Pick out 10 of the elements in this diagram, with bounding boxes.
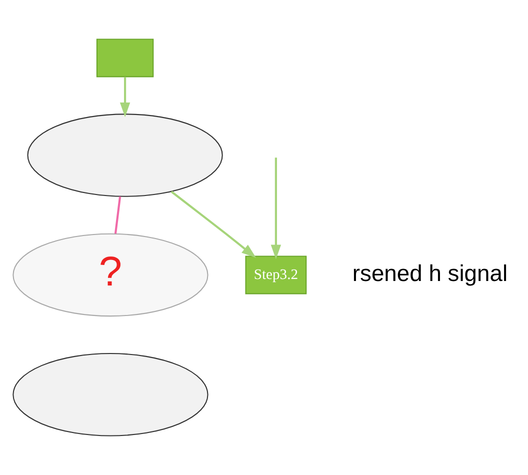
arrow — [270, 158, 281, 260]
arrow — [170, 190, 256, 258]
node-box: Step3.2 — [244, 256, 306, 294]
arrow — [119, 76, 130, 118]
node-ellipse — [26, 114, 222, 197]
node-ellipse — [12, 353, 208, 436]
node-box — [96, 38, 154, 78]
label: rsened h signal — [352, 260, 508, 286]
node-ellipse: ? — [12, 233, 208, 317]
connector — [114, 196, 121, 234]
